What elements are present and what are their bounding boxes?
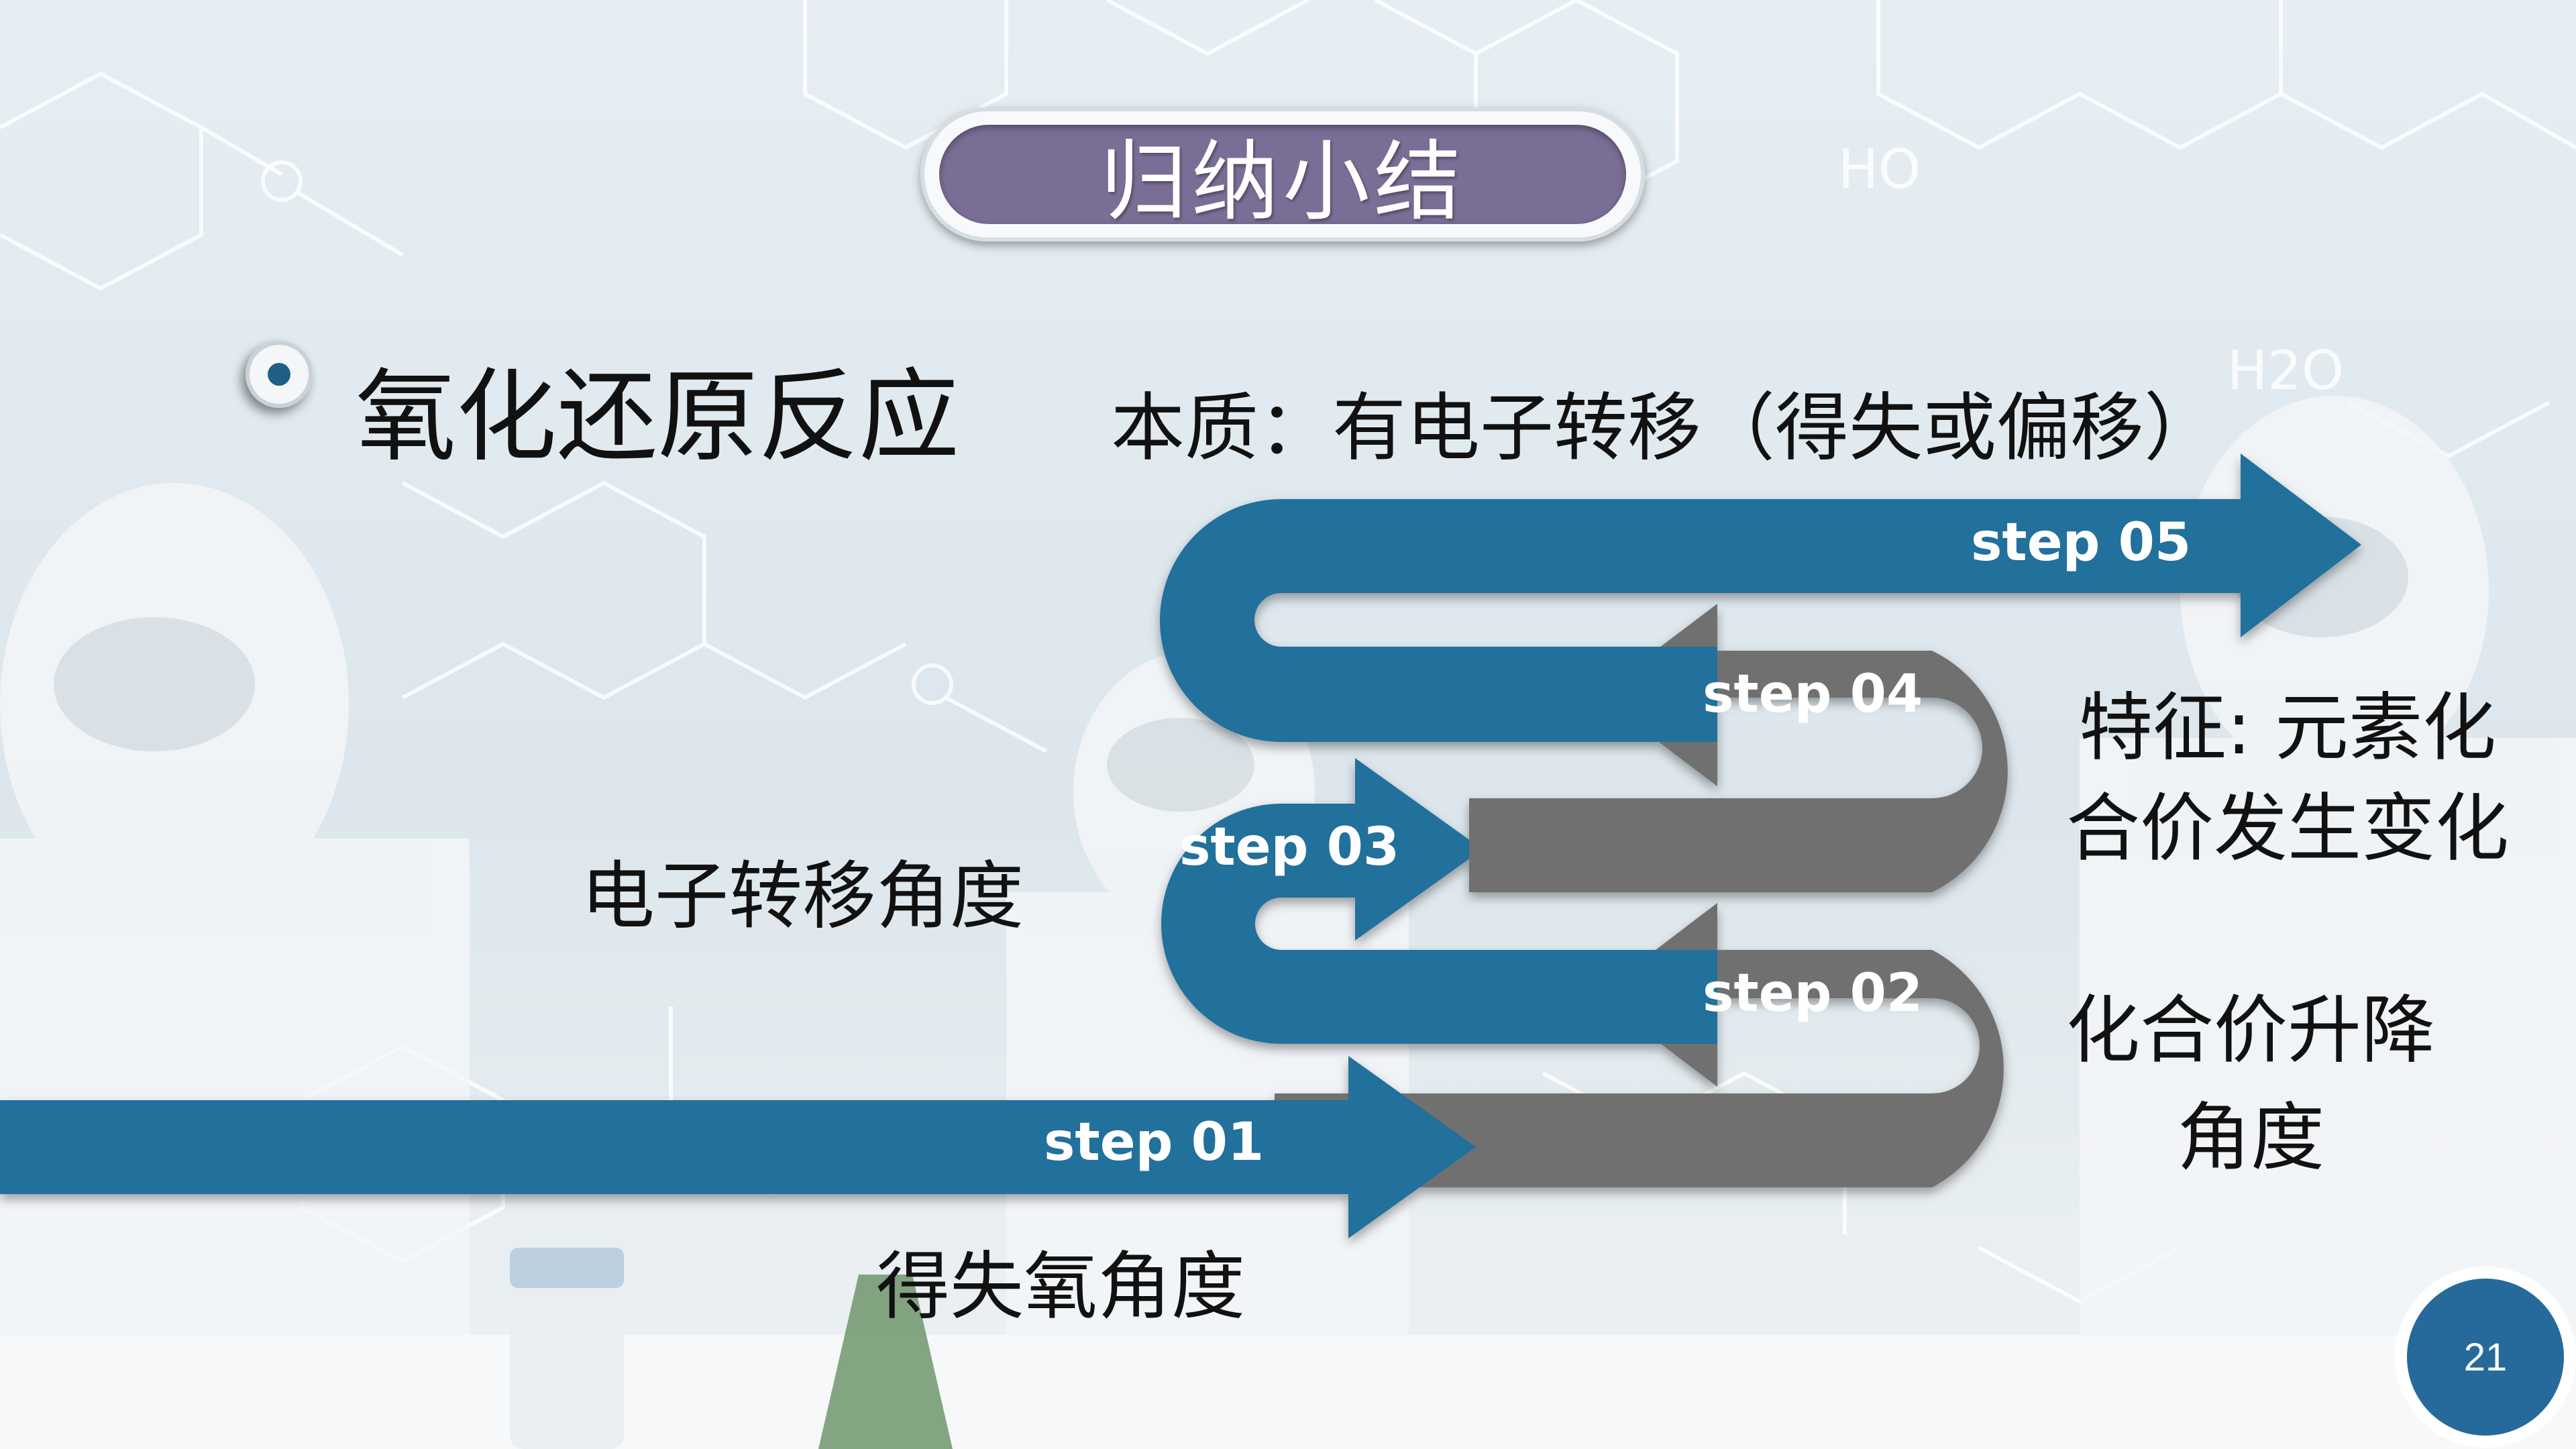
step-05-label: step 05 bbox=[1971, 513, 2192, 573]
feature-label: 特征: 元素化 合价发生变化 bbox=[2066, 678, 2509, 879]
step-03-band bbox=[1161, 804, 1717, 1044]
step-03-arrowhead bbox=[1355, 758, 1483, 941]
feature-line-2: 合价发生变化 bbox=[2066, 786, 2509, 871]
step-05-band bbox=[1160, 499, 2254, 742]
step-01-band bbox=[0, 1100, 1362, 1194]
oxygen-label: 得失氧角度 bbox=[876, 1244, 1245, 1330]
step-02-band bbox=[1275, 950, 2004, 1187]
feature-line-1: 特征: 元素化 bbox=[2078, 685, 2497, 771]
electron-transfer-label: 电子转移角度 bbox=[581, 853, 1024, 939]
bullet-dot bbox=[268, 363, 290, 386]
step-04-band bbox=[1469, 651, 2008, 892]
slide-title: 归纳小结 bbox=[1099, 131, 1465, 233]
page-number: 21 bbox=[2463, 1335, 2508, 1379]
essence-text: 本质：有电子转移（得失或偏移） bbox=[1111, 385, 2218, 471]
step-01-arrowhead bbox=[1348, 1056, 1476, 1238]
main-heading: 氧化还原反应 bbox=[356, 359, 960, 476]
step-05-arrowhead bbox=[2241, 453, 2361, 637]
step-03-label: step 03 bbox=[1179, 817, 1400, 877]
title-inner: 归纳小结 bbox=[939, 125, 1626, 233]
page-number-badge: 21 bbox=[2395, 1267, 2576, 1448]
page-number-circle: 21 bbox=[2407, 1279, 2564, 1436]
step-04-label: step 04 bbox=[1703, 664, 1923, 724]
step-02-label: step 02 bbox=[1703, 963, 1923, 1024]
bullet-icon bbox=[246, 341, 313, 408]
step-01-label: step 01 bbox=[1044, 1112, 1265, 1173]
valence-line-1: 化合价升降 bbox=[2066, 987, 2435, 1073]
title-pill: 归纳小结 bbox=[920, 107, 1645, 241]
svg-text:H2O: H2O bbox=[2227, 339, 2344, 402]
valence-label: 化合价升降 角度 bbox=[2066, 977, 2435, 1191]
valence-line-2: 角度 bbox=[2177, 1095, 2324, 1181]
svg-text:HO: HO bbox=[1838, 138, 1921, 201]
